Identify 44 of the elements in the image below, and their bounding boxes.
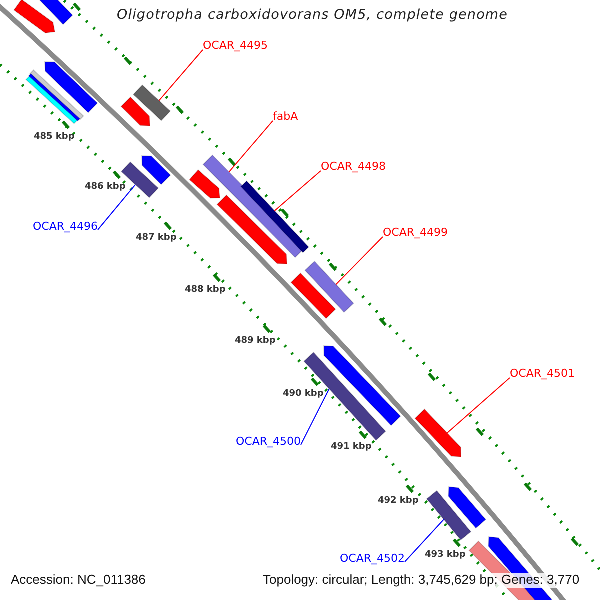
gene-feature xyxy=(44,61,98,114)
title: Oligotropha carboxidovorans OM5, complete genome xyxy=(117,8,508,24)
gene-feature xyxy=(304,260,354,314)
gene-feature xyxy=(240,180,310,254)
gene-feature xyxy=(290,272,336,320)
scale-label: 490 kbp xyxy=(283,389,324,400)
scale-label: 491 kbp xyxy=(331,442,372,452)
leader-line xyxy=(98,184,136,230)
scale-label: 485 kbp xyxy=(34,132,75,142)
gene-feature xyxy=(448,486,487,529)
gene-label: OCAR_4501 xyxy=(510,368,576,381)
scale-label: 493 kbp xyxy=(425,550,466,560)
leader-line xyxy=(274,170,322,212)
scale-label: 492 kbp xyxy=(378,496,419,506)
gene-feature xyxy=(14,0,56,34)
gene-feature xyxy=(414,408,462,458)
footer-text: Accession: NC_011386 xyxy=(9,573,148,588)
gene-label: fabA xyxy=(273,111,298,124)
footer-text: Topology: circular; Length: 3,745,629 bp; Genes: 3,770 xyxy=(261,573,582,588)
leader-line xyxy=(404,519,444,562)
leader-line xyxy=(446,378,510,434)
gene-feature xyxy=(304,352,386,442)
gene-feature xyxy=(40,0,74,26)
scale-label: 489 kbp xyxy=(235,336,276,346)
gene-feature xyxy=(216,194,288,265)
leader-line xyxy=(228,120,274,173)
scale-label: 486 kbp xyxy=(85,182,126,192)
gene-feature xyxy=(426,490,472,541)
gene-label: OCAR_4498 xyxy=(321,161,386,174)
gene-label: OCAR_4500 xyxy=(236,436,302,449)
gene-feature xyxy=(323,345,402,426)
leader-line xyxy=(336,236,384,286)
gene-label: OCAR_4502 xyxy=(340,553,406,566)
scale-label: 487 kbp xyxy=(136,233,177,244)
gene-label: OCAR_4495 xyxy=(203,40,268,53)
leader-line xyxy=(300,388,330,446)
scale-label: 488 kbp xyxy=(185,285,226,296)
gene-label: OCAR_4499 xyxy=(383,227,448,240)
gene-feature xyxy=(120,96,151,127)
gene-feature xyxy=(141,155,172,186)
leader-line xyxy=(158,50,204,102)
gene-label: OCAR_4496 xyxy=(33,221,98,234)
gene-feature xyxy=(189,169,221,199)
gene-feature xyxy=(132,84,172,122)
